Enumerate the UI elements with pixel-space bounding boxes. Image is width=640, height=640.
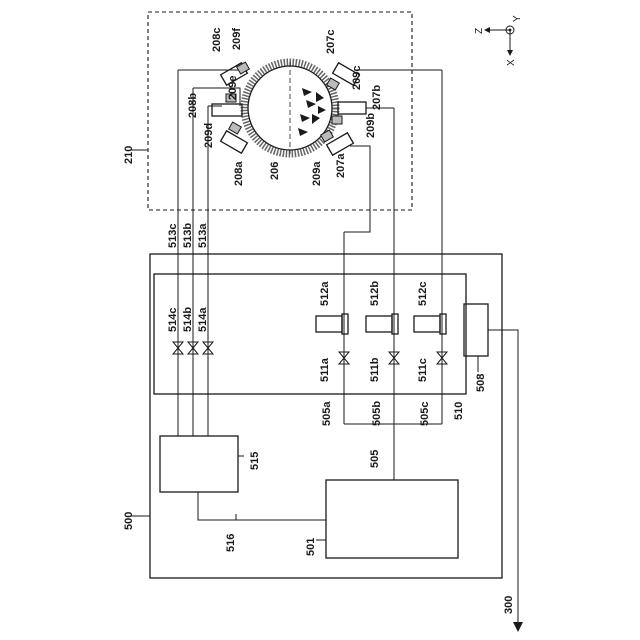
label-300: 300 — [503, 596, 515, 614]
label-206: 206 — [269, 162, 281, 180]
emitter-208a — [221, 131, 248, 153]
label-511a: 511a — [319, 357, 331, 382]
label-514b: 514b — [182, 307, 194, 332]
particle-arrows — [298, 88, 326, 136]
label-208b: 208b — [187, 93, 199, 118]
label-210: 210 — [123, 146, 135, 164]
label-207b: 207b — [371, 85, 383, 110]
block-209d — [229, 122, 242, 134]
axis-x-label: X — [506, 59, 517, 66]
label-209b: 209b — [365, 113, 377, 138]
line-516 — [198, 492, 326, 520]
line-505a-top — [344, 146, 370, 232]
arrow-300 — [513, 622, 523, 632]
chamber-206-coating — [244, 62, 336, 154]
controller-508 — [464, 304, 488, 356]
label-209d: 209d — [203, 123, 215, 148]
label-512c: 512c — [417, 282, 429, 306]
label-501: 501 — [305, 538, 317, 556]
label-500: 500 — [123, 512, 135, 530]
box-501 — [326, 480, 458, 558]
label-505b: 505b — [371, 401, 383, 426]
label-505c: 505c — [419, 402, 431, 426]
label-505: 505 — [369, 450, 381, 468]
label-514c: 514c — [167, 308, 179, 332]
label-209c: 209c — [351, 66, 363, 90]
line-300 — [488, 330, 518, 630]
label-207a: 207a — [335, 153, 347, 178]
block-209c — [327, 78, 340, 90]
axis-z-label: Z — [474, 28, 485, 34]
cylinder-512b — [366, 314, 398, 334]
label-209a: 209a — [311, 161, 323, 186]
label-513b: 513b — [182, 223, 194, 248]
label-512a: 512a — [319, 281, 331, 306]
label-208a: 208a — [233, 161, 245, 186]
emitter-207b — [338, 102, 366, 114]
label-510: 510 — [453, 402, 465, 420]
label-209f: 209f — [231, 28, 243, 50]
box-515 — [160, 436, 238, 492]
label-207c: 207c — [325, 30, 337, 54]
label-513a: 513a — [197, 223, 209, 248]
cylinder-512c — [414, 314, 446, 334]
label-516: 516 — [225, 534, 237, 552]
label-511c: 511c — [417, 358, 429, 382]
label-514a: 514a — [197, 307, 209, 332]
axis-indicator — [484, 26, 514, 56]
label-508: 508 — [475, 374, 487, 392]
cylinder-512a — [316, 314, 348, 334]
axis-y-label: Y — [512, 15, 523, 22]
block-209b — [332, 116, 342, 124]
label-209e: 209e — [227, 76, 239, 100]
label-208c: 208c — [211, 28, 223, 52]
label-513c: 513c — [167, 224, 179, 248]
label-511b: 511b — [369, 357, 381, 382]
block-209a — [321, 130, 334, 142]
label-512b: 512b — [369, 281, 381, 306]
label-505a: 505a — [321, 401, 333, 426]
label-515: 515 — [249, 452, 261, 470]
